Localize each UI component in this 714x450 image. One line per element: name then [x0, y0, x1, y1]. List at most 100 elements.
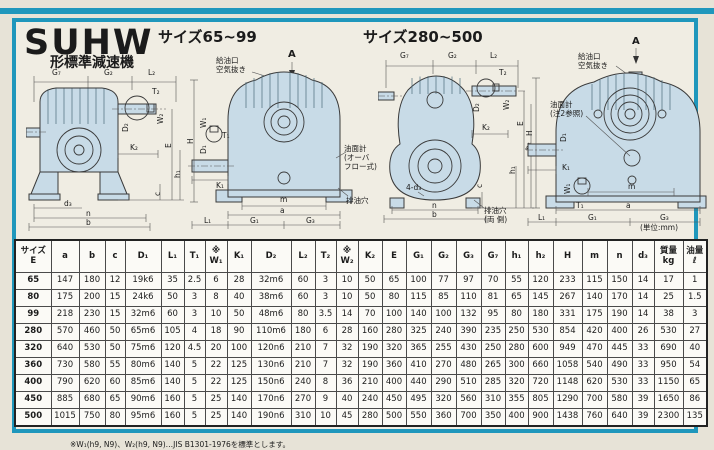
- col-header-8: K₁: [226, 239, 252, 273]
- value-cell: 365: [405, 340, 432, 358]
- size-cell: 80: [14, 289, 52, 307]
- drain-both-note: 排油穴 (両 側): [484, 206, 508, 224]
- value-cell: 430: [455, 340, 482, 358]
- value-cell: 460: [78, 323, 106, 341]
- value-cell: 250: [504, 323, 529, 341]
- value-cell: 470: [581, 340, 608, 358]
- value-cell: 280: [504, 340, 529, 358]
- value-cell: 130n6: [250, 357, 292, 375]
- value-cell: 255: [430, 340, 457, 358]
- value-cell: 10: [314, 408, 337, 427]
- value-cell: 140: [160, 374, 185, 392]
- value-cell: 120n6: [250, 340, 292, 358]
- value-cell: 7: [314, 340, 337, 358]
- value-cell: 135: [682, 408, 708, 427]
- value-cell: 65: [682, 374, 708, 392]
- value-cell: 1015: [50, 408, 80, 427]
- col-header-22: m: [581, 239, 608, 273]
- value-cell: 50: [357, 272, 383, 290]
- value-cell: 33: [631, 357, 655, 375]
- front-view-280-500: A 給油口 空気抜き 油面計 (注2参照) H D₁ K₁ W₁ T₁ m a …: [525, 36, 708, 235]
- size-cell: 500: [14, 408, 52, 427]
- dim-n: n: [86, 209, 91, 218]
- value-cell: 690: [653, 340, 684, 358]
- value-cell: 331: [552, 306, 583, 324]
- value-cell: 854: [552, 323, 583, 341]
- dim-g2: G₂: [104, 68, 113, 77]
- dim-n: n: [432, 201, 437, 210]
- view-a-mark: A: [632, 36, 640, 47]
- col-header-4: D₁: [124, 239, 162, 273]
- value-cell: 160: [160, 391, 185, 409]
- value-cell: 48m6: [250, 306, 292, 324]
- col-header-21: H: [552, 239, 583, 273]
- col-header-2: b: [78, 239, 106, 273]
- value-cell: 55: [504, 272, 529, 290]
- col-header-10: L₂: [290, 239, 316, 273]
- value-cell: 1: [682, 272, 708, 290]
- value-cell: 620: [581, 374, 608, 392]
- value-cell: 760: [581, 408, 608, 427]
- value-cell: 900: [527, 408, 554, 427]
- col-header-18: G₇: [480, 239, 506, 273]
- value-cell: 320: [504, 374, 529, 392]
- value-cell: 12: [104, 272, 126, 290]
- value-cell: 300: [504, 357, 529, 375]
- value-cell: 100: [226, 340, 252, 358]
- dim-g3: G₃: [306, 216, 315, 225]
- col-header-9: D₂: [250, 239, 292, 273]
- value-cell: 450: [381, 391, 407, 409]
- value-cell: 33: [631, 340, 655, 358]
- value-cell: 115: [405, 289, 432, 307]
- value-cell: 60: [290, 289, 316, 307]
- dim-g1: G₁: [250, 216, 259, 225]
- size-range-large: サイズ280~500: [363, 28, 483, 46]
- value-cell: 95: [480, 306, 506, 324]
- value-cell: 120: [160, 340, 185, 358]
- value-cell: 95m6: [124, 408, 162, 427]
- value-cell: 265: [480, 357, 506, 375]
- value-cell: 1650: [653, 391, 684, 409]
- value-cell: 38: [653, 306, 684, 324]
- value-cell: 949: [552, 340, 583, 358]
- value-cell: 210: [290, 340, 316, 358]
- value-cell: 200: [78, 289, 106, 307]
- value-cell: 355: [504, 391, 529, 409]
- value-cell: 145: [527, 289, 554, 307]
- value-cell: 65: [504, 289, 529, 307]
- value-cell: 170n6: [250, 391, 292, 409]
- value-cell: 440: [405, 374, 432, 392]
- dim-a: a: [280, 206, 285, 215]
- value-cell: 19k6: [124, 272, 162, 290]
- view-a-mark: A: [288, 49, 296, 60]
- value-cell: 32m6: [250, 272, 292, 290]
- dim-l1: L₁: [204, 216, 212, 225]
- dim-d1: D₁: [199, 145, 208, 154]
- value-cell: 4: [183, 323, 206, 341]
- value-cell: 6: [204, 272, 228, 290]
- value-cell: 70: [357, 306, 383, 324]
- value-cell: 132: [455, 306, 482, 324]
- value-cell: 190n6: [250, 408, 292, 427]
- value-cell: 160: [357, 323, 383, 341]
- dim-g7: G₇: [52, 68, 61, 77]
- size-cell: 99: [14, 306, 52, 324]
- value-cell: 60: [104, 374, 126, 392]
- value-cell: 5: [183, 357, 206, 375]
- size-cell: 65: [14, 272, 52, 290]
- value-cell: 40: [682, 340, 708, 358]
- value-cell: 480: [455, 357, 482, 375]
- size-range-small: サイズ65~99: [158, 28, 257, 46]
- value-cell: 190: [357, 340, 383, 358]
- col-header-5: L₁: [160, 239, 185, 273]
- dim-k2: K₂: [130, 143, 138, 152]
- col-header-6: T₁: [183, 239, 206, 273]
- value-cell: 660: [527, 357, 554, 375]
- col-header-24: d₃: [631, 239, 655, 273]
- value-cell: 3: [314, 272, 337, 290]
- size-cell: 400: [14, 374, 52, 392]
- col-header-7: ※ W₁: [204, 239, 228, 273]
- value-cell: 1148: [552, 374, 583, 392]
